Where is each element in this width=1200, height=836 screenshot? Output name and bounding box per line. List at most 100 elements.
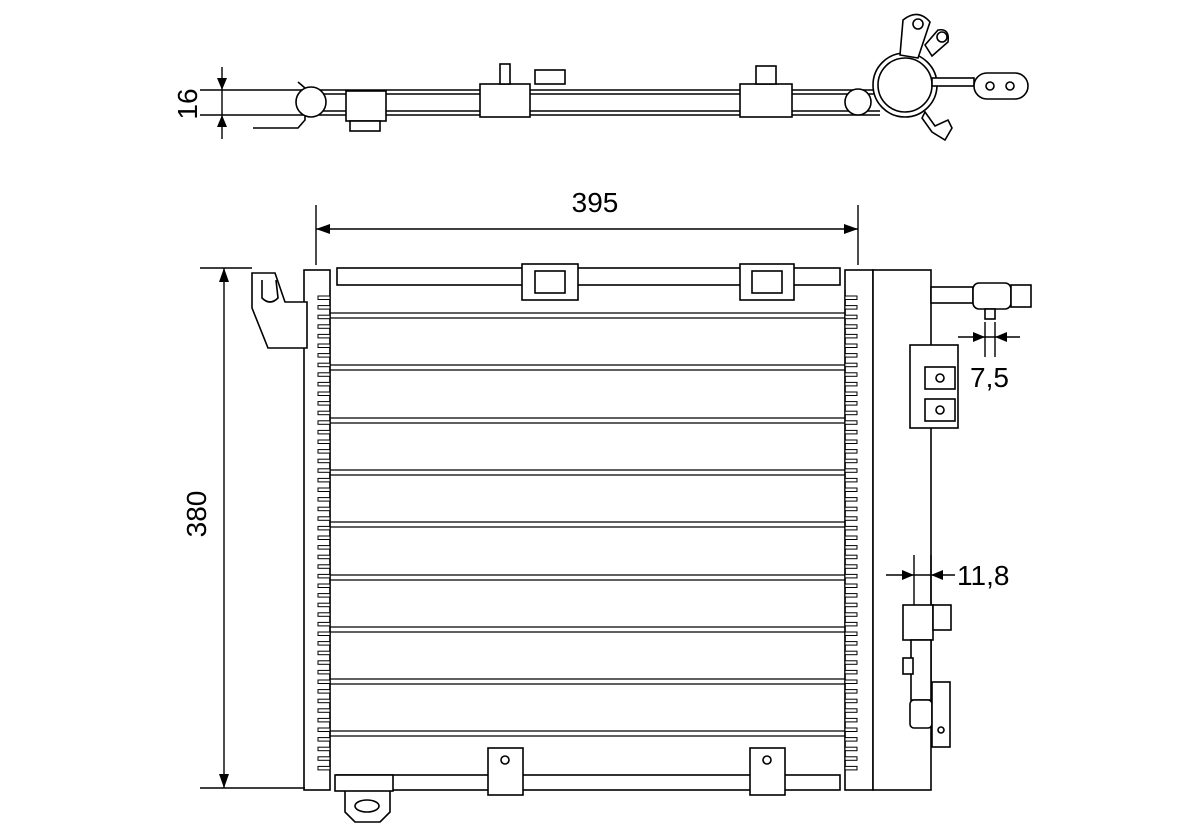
dimension-11-8: 11,8 xyxy=(886,555,1009,605)
dim-395-label: 395 xyxy=(572,187,619,218)
bottom-mount-right xyxy=(749,747,786,796)
fin-tab xyxy=(317,516,331,521)
fin-tab xyxy=(844,439,858,444)
fin-tab xyxy=(317,497,331,502)
fin-tab xyxy=(844,343,858,348)
top-mount-right xyxy=(739,263,795,301)
fin-tab xyxy=(844,324,858,329)
receiver-drier xyxy=(872,52,938,118)
fin-tab xyxy=(844,631,858,636)
clip-b xyxy=(479,83,531,118)
fin-tab xyxy=(844,401,858,406)
fin-tab xyxy=(844,698,858,704)
fin-tab xyxy=(844,305,858,310)
fin-tab xyxy=(844,669,858,675)
top-rail xyxy=(336,267,841,286)
fin-tab xyxy=(317,679,331,684)
fin-tab xyxy=(317,295,331,300)
fin-tab xyxy=(844,554,858,560)
left-bracket xyxy=(251,272,308,349)
fin-tab xyxy=(317,449,331,454)
fin-tab xyxy=(317,554,331,560)
dimension-395: 395 xyxy=(315,187,859,265)
fin-tab xyxy=(844,362,858,368)
fin-tab xyxy=(844,410,858,416)
fin-tab xyxy=(844,525,858,531)
fin-tab xyxy=(844,420,858,425)
dim-7-5-label: 7,5 xyxy=(970,362,1009,393)
fin-tab xyxy=(317,765,331,771)
bottom-bracket xyxy=(344,789,391,823)
core-fins xyxy=(317,295,858,771)
dimension-16: 16 xyxy=(172,67,300,139)
dimension-7-5: 7,5 xyxy=(958,322,1020,393)
fin-tab xyxy=(317,487,331,492)
fin-tab xyxy=(317,621,331,627)
fin-tab xyxy=(317,477,331,483)
fin-tab xyxy=(844,381,858,387)
dimension-380: 380 xyxy=(181,267,305,789)
fin-tab xyxy=(317,650,331,656)
fin-tab xyxy=(317,362,331,368)
fin-tab xyxy=(317,343,331,348)
fin-tab xyxy=(844,516,858,521)
fin-tab xyxy=(844,583,858,588)
fin-tab xyxy=(317,333,331,339)
fin-tab xyxy=(844,593,858,598)
fin-tab xyxy=(317,593,331,598)
fin-tab xyxy=(317,708,331,713)
fin-tab xyxy=(844,545,858,550)
fin-tab xyxy=(844,353,858,358)
core-tubes xyxy=(330,312,845,737)
fin-tab xyxy=(844,621,858,627)
fin-tab xyxy=(317,564,331,569)
fin-tab xyxy=(317,372,331,377)
top-view xyxy=(253,13,1029,142)
fin-tab xyxy=(844,468,858,473)
fin-tab xyxy=(317,506,331,512)
fin-tab xyxy=(844,506,858,512)
fin-tab xyxy=(317,420,331,425)
fin-tab xyxy=(317,689,331,694)
fin-tab xyxy=(317,429,331,435)
fin-tab xyxy=(317,669,331,675)
fin-tab xyxy=(317,305,331,310)
front-view xyxy=(251,263,1032,823)
fin-tab xyxy=(844,372,858,377)
fin-tab xyxy=(844,765,858,771)
left-end-cap xyxy=(295,86,327,118)
bottom-mount-left xyxy=(487,747,524,796)
fin-tab xyxy=(317,439,331,444)
fin-tab xyxy=(844,708,858,713)
fin-tab xyxy=(844,679,858,684)
fin-tab xyxy=(317,727,331,732)
dim-380-label: 380 xyxy=(181,491,212,538)
fin-tab xyxy=(844,717,858,723)
fin-tab xyxy=(844,535,858,540)
fin-tab xyxy=(844,650,858,656)
dim-16-label: 16 xyxy=(172,88,203,119)
fin-tab xyxy=(844,612,858,617)
fin-tab xyxy=(844,429,858,435)
fin-tab xyxy=(844,641,858,646)
fin-tab xyxy=(317,525,331,531)
fin-tab xyxy=(317,314,331,320)
fin-tab xyxy=(317,468,331,473)
fin-tab xyxy=(844,458,858,464)
fin-tab xyxy=(844,314,858,320)
fin-tab xyxy=(844,573,858,579)
clip-c xyxy=(739,83,793,118)
fin-tab xyxy=(317,641,331,646)
fin-tab xyxy=(844,756,858,761)
fin-tab xyxy=(844,295,858,300)
right-end-cap xyxy=(844,88,872,116)
fin-tab xyxy=(317,746,331,752)
fin-tab xyxy=(844,449,858,454)
dim-11-8-label: 11,8 xyxy=(957,560,1009,591)
fin-tab xyxy=(317,698,331,704)
fin-tab xyxy=(317,756,331,761)
fin-tab xyxy=(844,746,858,752)
fin-tab xyxy=(844,477,858,483)
fin-tab xyxy=(844,497,858,502)
